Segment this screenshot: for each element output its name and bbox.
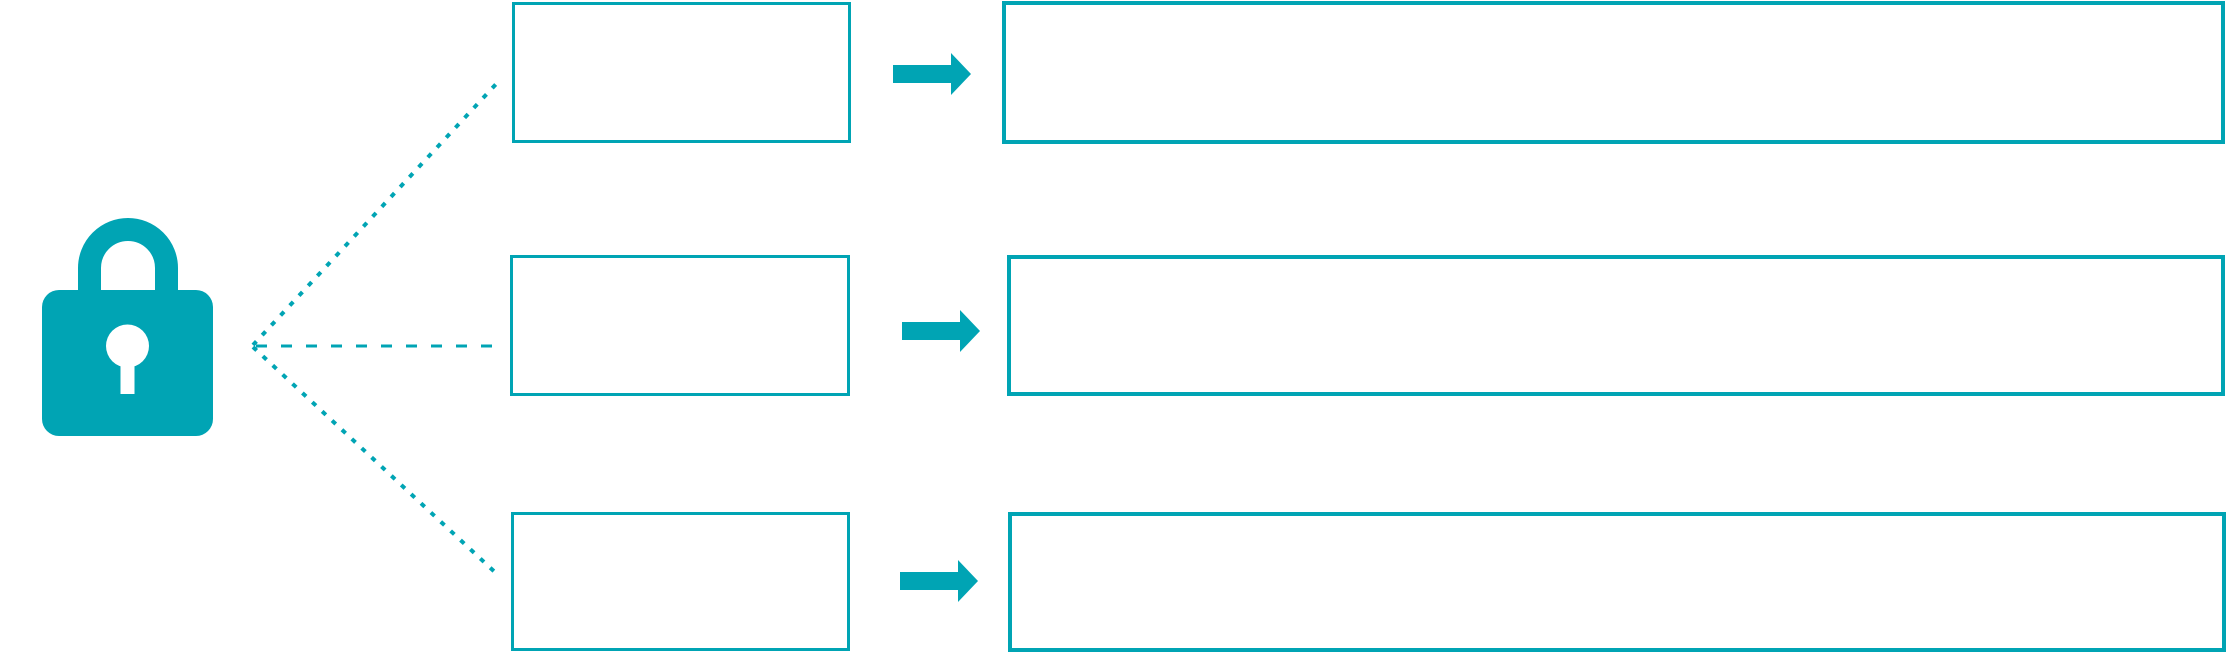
source-box-row1 (512, 2, 851, 143)
lock-keyhole-stem (120, 352, 135, 394)
arrow-right-icon (893, 53, 971, 95)
target-box-row2 (1007, 255, 2225, 396)
arrow-right-icon (902, 310, 980, 352)
lock-icon (42, 218, 213, 436)
arrow-right-icon (900, 560, 978, 602)
connector-line-bottom (251, 345, 500, 577)
source-box-row2 (510, 255, 850, 396)
source-box-row3 (511, 512, 850, 651)
lock-keyhole (106, 324, 149, 368)
connector-line-top (251, 80, 500, 347)
target-box-row3 (1008, 512, 2226, 652)
lock-shackle (78, 218, 178, 296)
target-box-row1 (1002, 1, 2225, 144)
